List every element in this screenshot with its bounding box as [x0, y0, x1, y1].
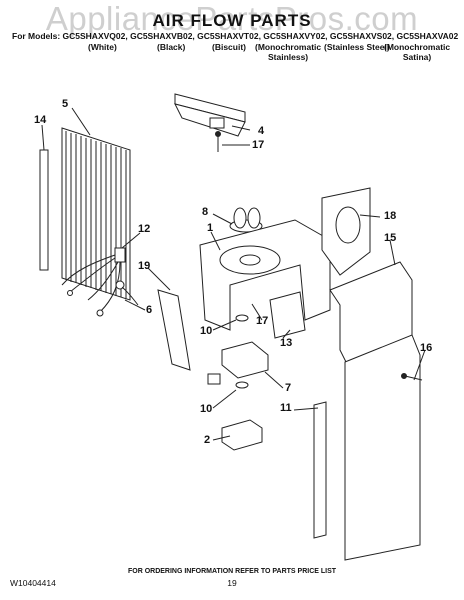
bracket — [269, 291, 306, 339]
callout-1: 1 — [207, 222, 214, 234]
air-diffuser-top — [174, 93, 246, 137]
trim-strip — [39, 149, 49, 271]
callout-16: 16 — [420, 342, 433, 354]
damper-housing — [321, 187, 371, 276]
leader-lines — [41, 107, 426, 441]
callout-11: 11 — [280, 402, 292, 414]
evaporator-grille — [61, 127, 131, 301]
callout-12: 12 — [138, 223, 151, 235]
models-line: For Models: GC5SHAXVQ02, GC5SHAXVB02, GC… — [12, 31, 459, 41]
watermark: AppliancePartsPros.com — [45, 0, 419, 37]
wire-harness — [61, 247, 139, 317]
fan-blade — [229, 207, 263, 233]
callout-15: 15 — [384, 232, 397, 244]
variant-black: (Black) — [157, 42, 186, 52]
fan-motor — [207, 314, 269, 389]
variant-white: (White) — [88, 42, 117, 52]
screw-16 — [401, 373, 423, 381]
page-title: AIR FLOW PARTS — [152, 11, 312, 30]
motor-bracket — [221, 419, 263, 451]
ordering-info: FOR ORDERING INFORMATION REFER TO PARTS … — [127, 568, 337, 575]
callout-13: 13 — [280, 337, 293, 349]
callout-4: 4 — [258, 125, 265, 137]
callout-10-upper: 10 — [200, 325, 213, 337]
callout-10-lower: 10 — [200, 403, 213, 415]
callout-18: 18 — [384, 210, 397, 222]
callout-7: 7 — [285, 382, 292, 394]
page-number: 19 — [227, 578, 237, 588]
callout-17-mid: 17 — [256, 315, 269, 327]
callout-14: 14 — [34, 114, 47, 126]
variant-stainless-steel: (Stainless Steel) — [324, 42, 390, 52]
callout-17-top: 17 — [252, 139, 265, 151]
air-duct-left — [157, 289, 191, 371]
callout-19: 19 — [138, 260, 151, 272]
callout-2: 2 — [204, 434, 211, 446]
document-number: W10404414 — [10, 578, 56, 588]
fan-housing — [199, 219, 331, 331]
callout-5: 5 — [62, 98, 69, 110]
callout-8: 8 — [202, 206, 209, 218]
rear-panel — [313, 334, 421, 561]
callout-6: 6 — [146, 304, 153, 316]
variant-biscuit: (Biscuit) — [212, 42, 246, 52]
